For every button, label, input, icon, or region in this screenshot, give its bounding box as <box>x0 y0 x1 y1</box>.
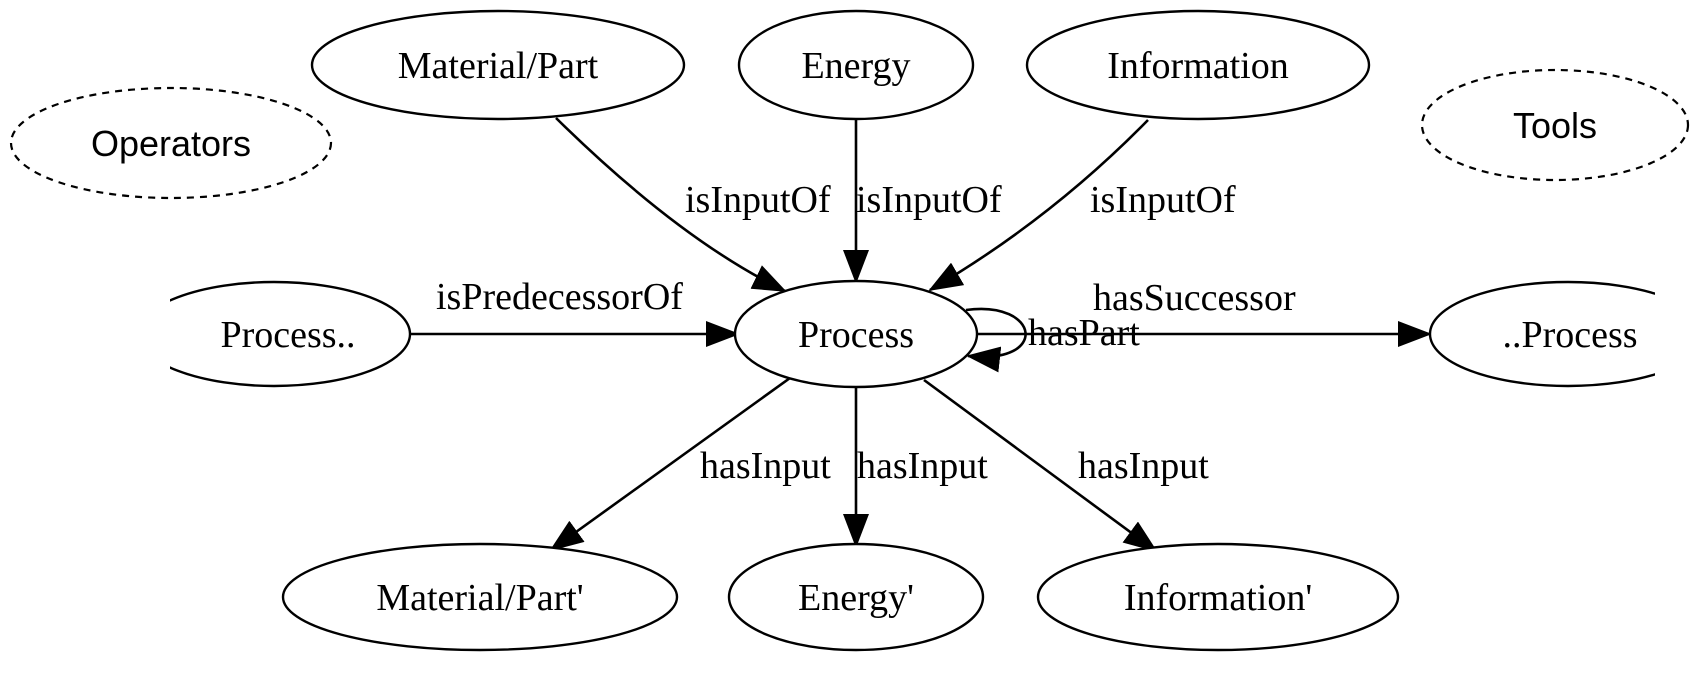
node-label-material-part-out: Material/Part' <box>376 577 583 619</box>
edge-label-has-input-information: hasInput <box>1078 445 1209 487</box>
node-label-operators: Operators <box>91 123 251 164</box>
edge-material-to-process <box>555 117 787 293</box>
node-operators: Operators <box>9 86 333 200</box>
node-tools: Tools <box>1420 68 1690 182</box>
edge-process-to-material-out <box>549 376 791 552</box>
node-label-process: Process <box>798 314 914 356</box>
node-information-out: Information' <box>1036 542 1400 652</box>
node-material-part-out: Material/Part' <box>281 542 679 652</box>
edge-label-has-part: hasPart <box>1028 312 1140 354</box>
node-label-process-next: ..Process <box>1502 314 1637 356</box>
node-information: Information <box>1025 9 1371 121</box>
edge-process-to-information-out <box>923 378 1158 553</box>
edges <box>410 117 1432 553</box>
edge-label-is-input-of-information: isInputOf <box>1090 179 1236 221</box>
node-process-previous: Process.. <box>170 280 412 388</box>
node-label-tools: Tools <box>1513 105 1597 146</box>
clipped-side-nodes: Process.. ..Process <box>170 280 1655 388</box>
nodes: Material/Part Energy Information Operato… <box>9 9 1690 652</box>
edge-label-is-input-of-material: isInputOf <box>685 179 831 221</box>
node-label-material-part: Material/Part <box>398 45 599 87</box>
edge-label-is-input-of-energy: isInputOf <box>856 179 1002 221</box>
node-process-next: ..Process <box>1428 280 1655 388</box>
node-label-information-out: Information' <box>1124 577 1312 619</box>
node-label-energy-out: Energy' <box>798 577 914 619</box>
edge-labels: isInputOf isInputOf isInputOf isPredeces… <box>436 179 1296 487</box>
node-label-process-previous: Process.. <box>220 314 355 356</box>
node-process: Process <box>733 279 979 389</box>
node-material-part: Material/Part <box>310 9 686 121</box>
edge-label-has-successor: hasSuccessor <box>1093 277 1296 319</box>
edge-information-to-process <box>928 119 1149 292</box>
edge-label-is-predecessor-of: isPredecessorOf <box>436 276 683 318</box>
edge-process-has-part-loop <box>965 307 1027 373</box>
node-energy: Energy <box>737 9 975 121</box>
edge-label-has-input-energy: hasInput <box>857 445 988 487</box>
node-label-energy: Energy <box>801 45 910 87</box>
node-label-information: Information <box>1107 45 1289 87</box>
node-energy-out: Energy' <box>727 542 985 652</box>
edge-label-has-input-material: hasInput <box>700 445 831 487</box>
